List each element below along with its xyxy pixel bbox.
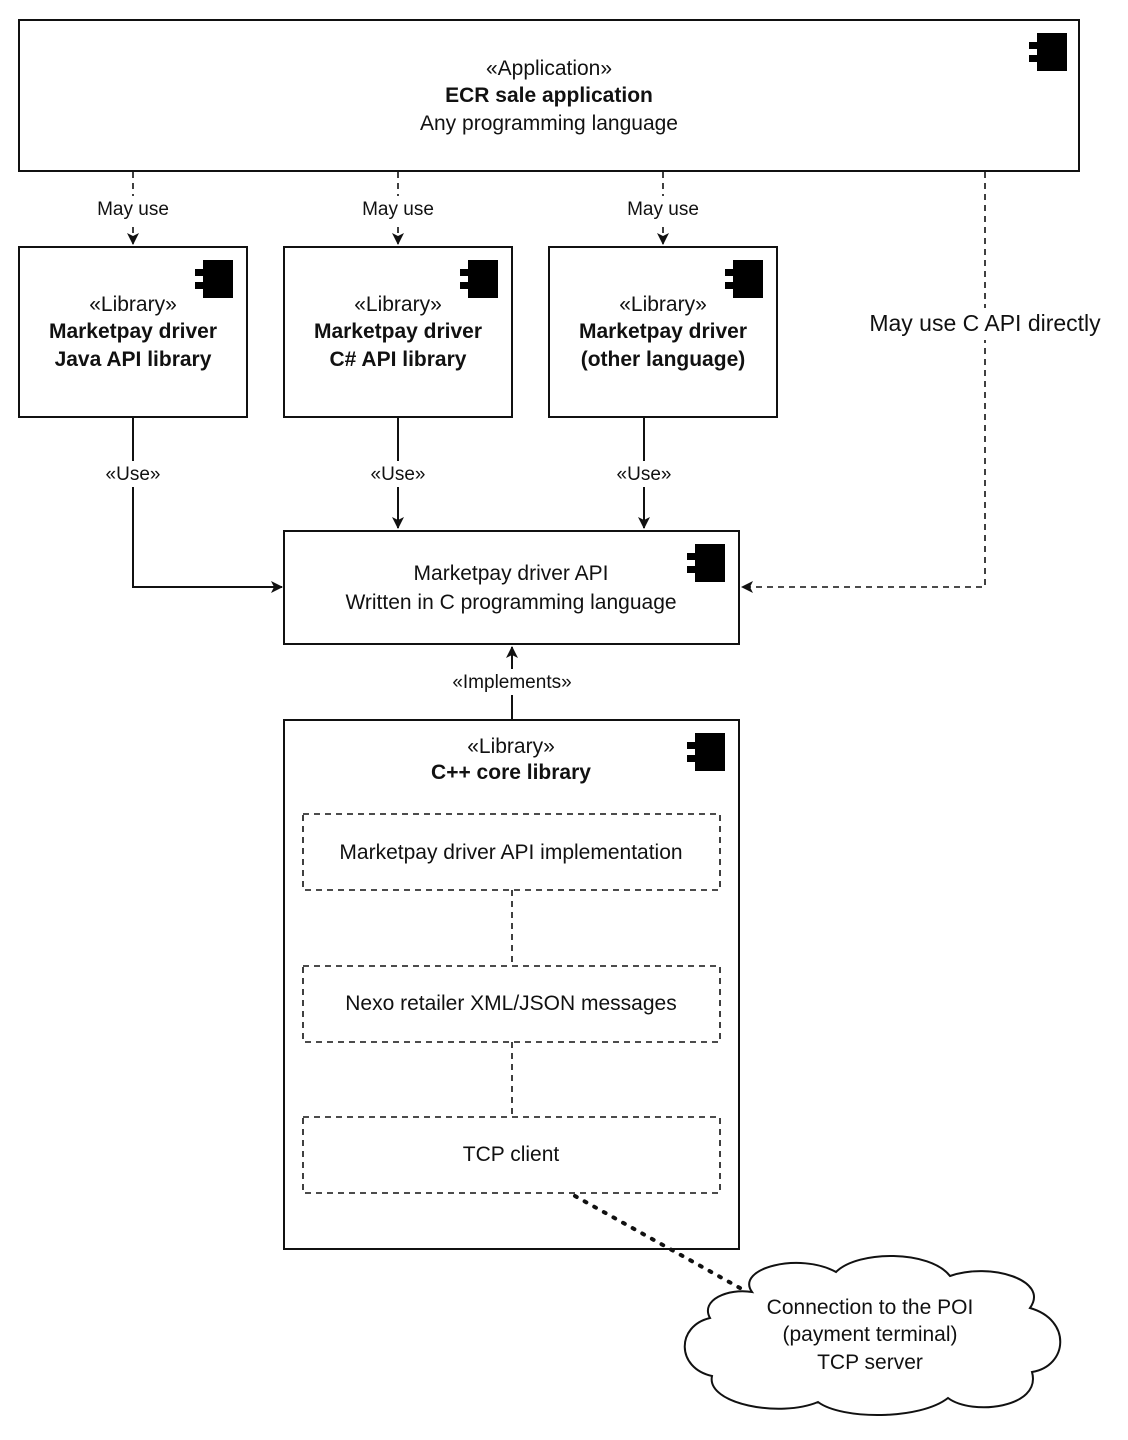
- core-title: C++ core library: [431, 761, 591, 784]
- java-stereotype: «Library»: [89, 293, 177, 316]
- other-stereotype: «Library»: [619, 293, 707, 316]
- part-tcp-client[interactable]: TCP client: [302, 1116, 721, 1194]
- edge-label-may-use-csharp: May use: [362, 199, 434, 220]
- part-tcp-client-label: TCP client: [463, 1143, 560, 1166]
- java-title-line2: Java API library: [55, 348, 212, 371]
- node-java-library[interactable]: «Library» Marketpay driver Java API libr…: [18, 246, 248, 418]
- poi-line3: TCP server: [817, 1351, 923, 1374]
- ecr-subtitle: Any programming language: [420, 112, 678, 135]
- csharp-stereotype: «Library»: [354, 293, 442, 316]
- other-title-line1: Marketpay driver: [579, 320, 747, 343]
- edge-label-may-use-c-api: May use C API directly: [869, 310, 1101, 336]
- edge-label-use-java: «Use»: [106, 464, 161, 485]
- poi-line2: (payment terminal): [782, 1323, 957, 1346]
- edge-label-use-csharp: «Use»: [371, 464, 426, 485]
- poi-line1: Connection to the POI: [767, 1296, 974, 1319]
- node-csharp-library[interactable]: «Library» Marketpay driver C# API librar…: [283, 246, 513, 418]
- ecr-stereotype: «Application»: [486, 57, 612, 80]
- edge-label-may-use-java: May use: [97, 199, 169, 220]
- node-core-library[interactable]: «Library» C++ core library Marketpay dri…: [283, 719, 740, 1250]
- java-title-line1: Marketpay driver: [49, 320, 217, 343]
- csharp-title-line1: Marketpay driver: [314, 320, 482, 343]
- core-stereotype: «Library»: [467, 735, 555, 758]
- part-nexo-messages[interactable]: Nexo retailer XML/JSON messages: [302, 965, 721, 1043]
- edge-label-use-other: «Use»: [617, 464, 672, 485]
- edge-use-java: [132, 418, 283, 593]
- ecr-title: ECR sale application: [445, 84, 653, 107]
- other-title-line2: (other language): [581, 348, 746, 371]
- driver-api-line2: Written in C programming language: [345, 591, 676, 614]
- edge-label-implements: «Implements»: [452, 672, 571, 693]
- node-ecr-application[interactable]: «Application» ECR sale application Any p…: [18, 19, 1080, 172]
- edge-may-use-c-api: [741, 172, 986, 593]
- driver-api-line1: Marketpay driver API: [414, 562, 609, 585]
- part-nexo-messages-label: Nexo retailer XML/JSON messages: [345, 992, 676, 1015]
- edge-label-may-use-other: May use: [627, 199, 699, 220]
- node-driver-api[interactable]: Marketpay driver API Written in C progra…: [283, 530, 740, 645]
- node-other-library[interactable]: «Library» Marketpay driver (other langua…: [548, 246, 778, 418]
- part-api-implementation[interactable]: Marketpay driver API implementation: [302, 813, 721, 891]
- node-poi-cloud[interactable]: Connection to the POI (payment terminal)…: [683, 1255, 1062, 1416]
- edge-tcp-connection: [573, 1194, 742, 1290]
- part-api-implementation-label: Marketpay driver API implementation: [339, 841, 682, 864]
- cloud-shape: [683, 1255, 1062, 1416]
- csharp-title-line2: C# API library: [330, 348, 467, 371]
